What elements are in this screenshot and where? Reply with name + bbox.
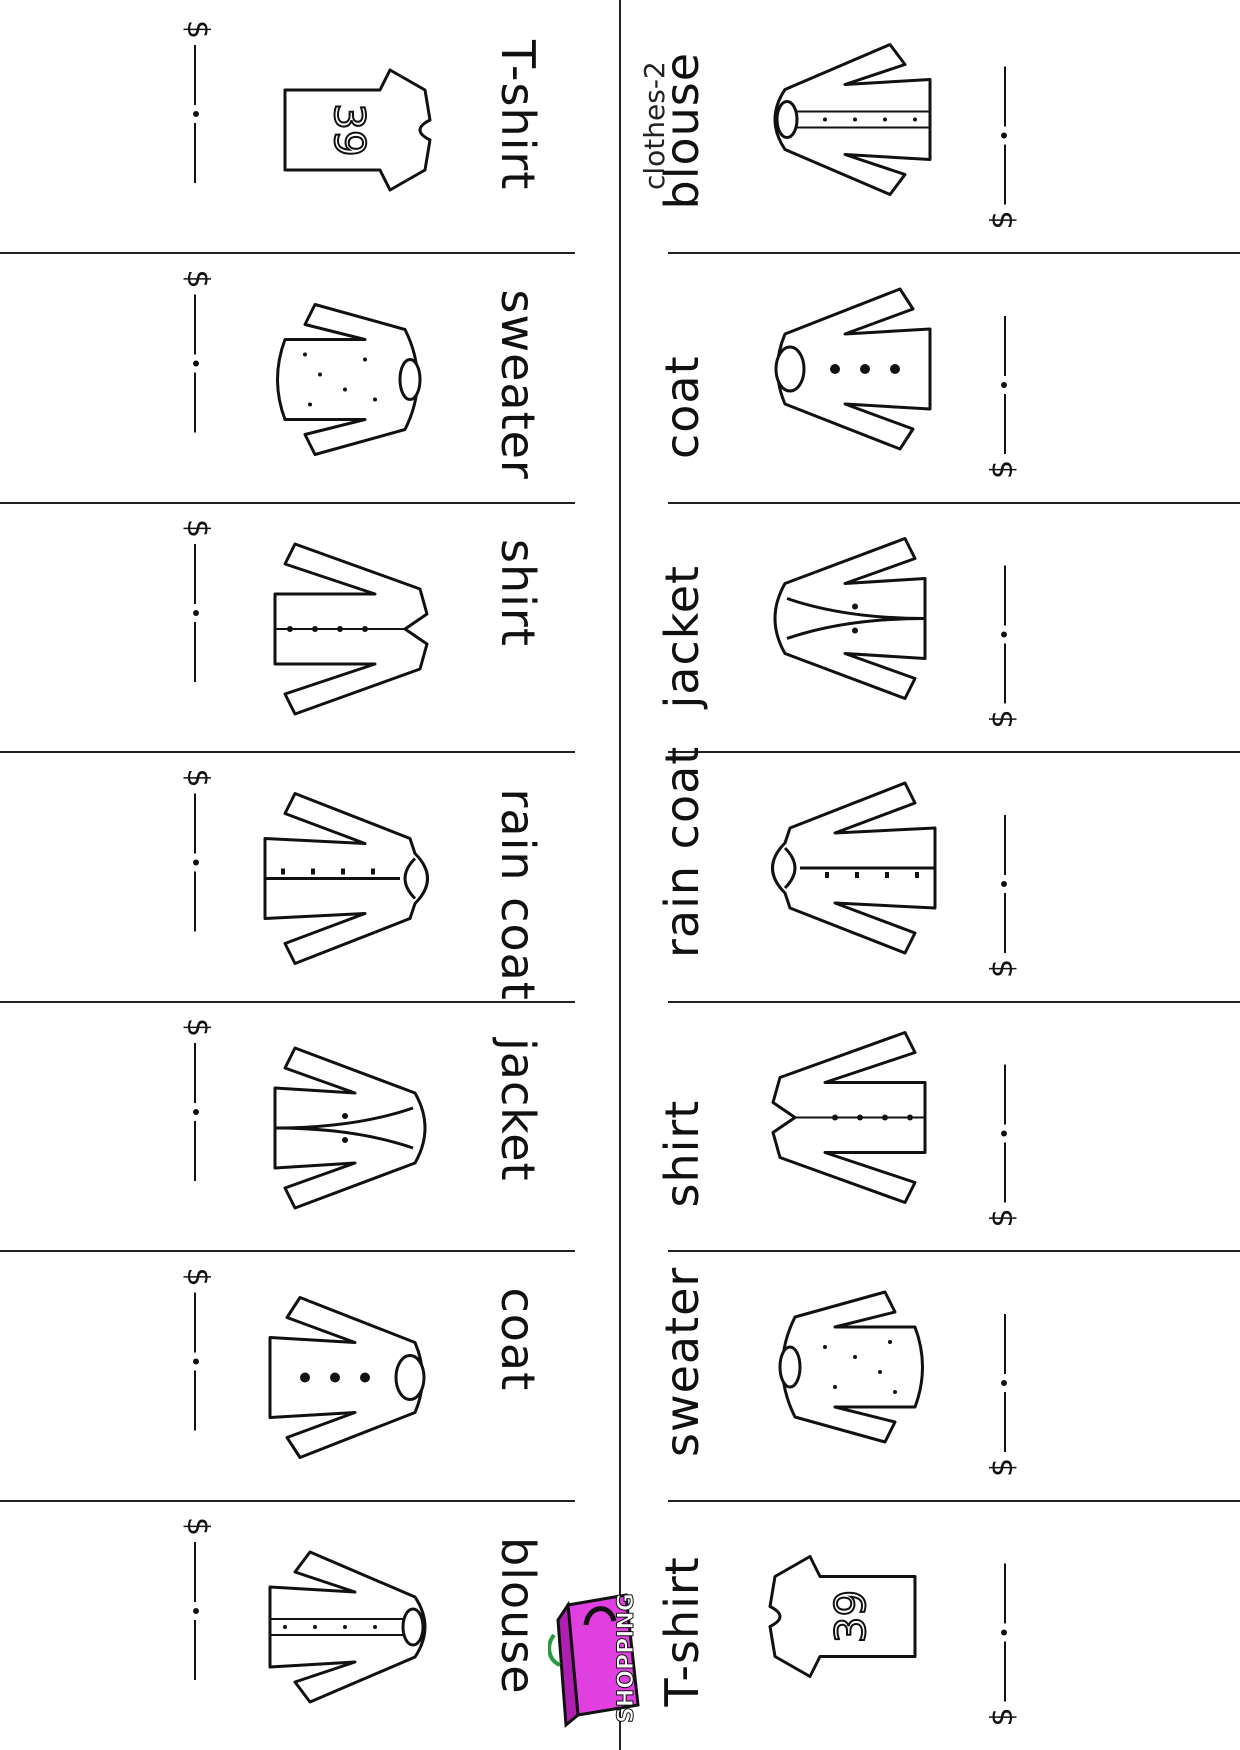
card-content: coat $: [625, 250, 1200, 500]
dollar-sign: $: [180, 269, 215, 289]
price-field[interactable]: $: [985, 559, 1020, 729]
clothing-word: rain coat: [491, 788, 545, 1001]
blouse-icon: [773, 43, 932, 196]
dollar-sign: $: [180, 1018, 215, 1038]
price-field[interactable]: $: [180, 519, 215, 688]
dollar-sign: $: [985, 709, 1020, 729]
card-content: jacket $: [0, 998, 575, 1248]
card-content: blouse $: [0, 1497, 575, 1747]
divider: [0, 252, 575, 254]
price-field[interactable]: $: [985, 1058, 1020, 1228]
card-content: sweater $: [0, 250, 575, 500]
dollar-sign: $: [985, 459, 1020, 479]
sweater-icon: [276, 303, 422, 456]
clothing-word: coat: [491, 1287, 545, 1392]
divider: [0, 1250, 575, 1252]
card-content: jacket $: [625, 499, 1200, 749]
card-content: shirt $: [625, 998, 1200, 1248]
clothing-word: T-shirt: [491, 40, 545, 191]
divider: [668, 252, 1240, 254]
svg-text:39: 39: [826, 1590, 875, 1643]
price-field[interactable]: $: [985, 1557, 1020, 1727]
divider: [668, 1500, 1240, 1502]
shirt-icon: [771, 1031, 927, 1204]
tshirt-icon: 39: [283, 68, 432, 192]
clothing-word: T-shirt: [655, 1556, 709, 1707]
price-field[interactable]: $: [180, 1018, 215, 1187]
raincoat-icon: [263, 792, 429, 965]
clothing-word: jacket: [491, 1038, 545, 1182]
tshirt-icon: 39: [768, 1555, 917, 1678]
dollar-sign: $: [985, 958, 1020, 978]
dollar-sign: $: [180, 1517, 215, 1537]
clothing-word: sweater: [491, 289, 545, 480]
divider: [0, 1001, 575, 1003]
clothing-word: rain coat: [655, 745, 709, 958]
price-field[interactable]: $: [180, 769, 215, 938]
card-content: T-shirt 39 $: [0, 0, 575, 250]
card-content: rain coat $: [0, 749, 575, 1001]
clothing-word: shirt: [491, 539, 545, 647]
card-content: T-shirt 39 $: [625, 1497, 1200, 1747]
price-field[interactable]: $: [985, 60, 1020, 230]
clothing-word: coat: [655, 355, 709, 459]
price-field[interactable]: $: [985, 1308, 1020, 1477]
dollar-sign: $: [985, 210, 1020, 230]
card-content: blouse $: [625, 0, 1200, 250]
clothing-word: shirt: [655, 1099, 709, 1208]
raincoat-icon: [771, 781, 937, 955]
dollar-sign: $: [985, 1457, 1020, 1477]
dollar-sign: $: [180, 768, 215, 788]
price-field[interactable]: $: [180, 20, 215, 189]
shirt-icon: [273, 542, 429, 716]
card-content: sweater $: [625, 1248, 1200, 1498]
price-field[interactable]: $: [985, 809, 1020, 978]
price-field[interactable]: $: [180, 270, 215, 439]
price-field[interactable]: $: [180, 1517, 215, 1686]
card-content: coat $: [0, 1248, 575, 1498]
clothing-word: jacket: [655, 564, 709, 709]
center-fold-line: [619, 0, 621, 1750]
dollar-sign: $: [180, 20, 215, 40]
price-field[interactable]: $: [180, 1268, 215, 1437]
coat-icon: [268, 1296, 426, 1459]
jacket-icon: [273, 1046, 427, 1210]
divider: [0, 502, 575, 504]
divider: [668, 502, 1240, 504]
sweater-icon: [778, 1290, 924, 1444]
card-content: shirt $: [0, 499, 575, 749]
dollar-sign: $: [985, 1707, 1020, 1727]
coat-icon: [774, 287, 932, 451]
card-content: rain coat $: [625, 745, 1200, 999]
sheet-label: clothes-2: [638, 61, 671, 190]
dollar-sign: $: [180, 1267, 215, 1287]
shopping-bag-logo: SHOPPING: [548, 1593, 640, 1729]
svg-text:39: 39: [325, 103, 374, 156]
dollar-sign: $: [985, 1208, 1020, 1228]
divider: [0, 751, 575, 753]
divider: [0, 1500, 575, 1502]
price-field[interactable]: $: [985, 310, 1020, 479]
clothing-word: blouse: [491, 1537, 545, 1695]
logo-text: SHOPPING: [614, 1593, 639, 1723]
clothing-word: sweater: [655, 1266, 709, 1457]
dollar-sign: $: [180, 519, 215, 539]
jacket-icon: [773, 537, 927, 700]
divider: [668, 1250, 1240, 1252]
divider: [668, 751, 1240, 753]
blouse-icon: [268, 1550, 427, 1704]
divider: [668, 1001, 1240, 1003]
